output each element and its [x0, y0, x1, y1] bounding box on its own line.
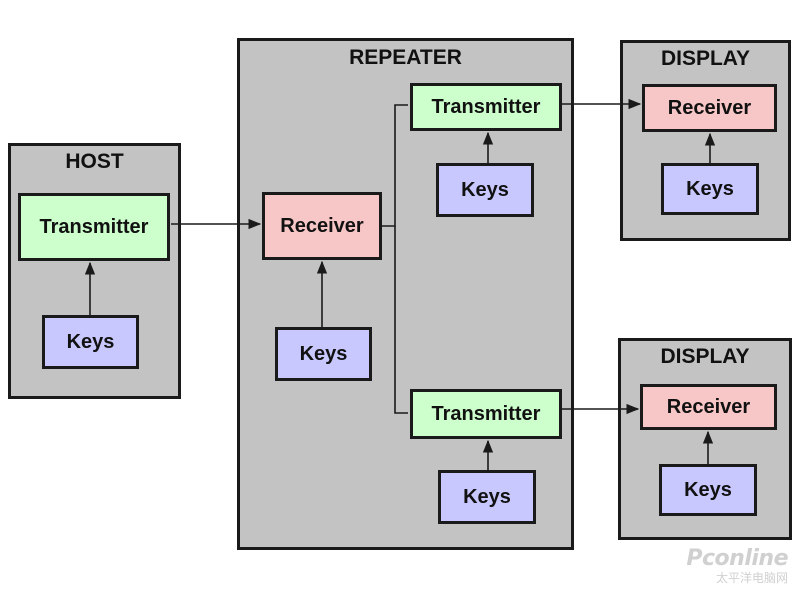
- display-top-keys-box: Keys: [661, 163, 759, 215]
- repeater-title: REPEATER: [349, 46, 462, 69]
- watermark-logo: Pconline: [686, 546, 788, 571]
- display-bottom-keys-box: Keys: [659, 464, 757, 516]
- repeater-bottom-transmitter-box: Transmitter: [410, 389, 562, 439]
- display-bottom-title: DISPLAY: [660, 345, 750, 368]
- watermark-subtitle: 太平洋电脑网: [715, 571, 788, 585]
- repeater-top-transmitter-box: Transmitter: [410, 83, 562, 131]
- display-bottom-receiver-box: Receiver: [640, 384, 777, 430]
- display-top-title: DISPLAY: [660, 47, 751, 70]
- repeater-keys-box: Keys: [275, 327, 372, 381]
- host-title: HOST: [65, 150, 124, 173]
- host-keys-box: Keys: [42, 315, 139, 369]
- repeater-top-keys-box: Keys: [436, 163, 534, 217]
- watermark: Pconline 太平洋电脑网: [686, 546, 788, 586]
- repeater-receiver-box: Receiver: [262, 192, 382, 260]
- host-transmitter-box: Transmitter: [18, 193, 170, 261]
- repeater-bottom-keys-box: Keys: [438, 470, 536, 524]
- display-top-receiver-box: Receiver: [642, 84, 777, 132]
